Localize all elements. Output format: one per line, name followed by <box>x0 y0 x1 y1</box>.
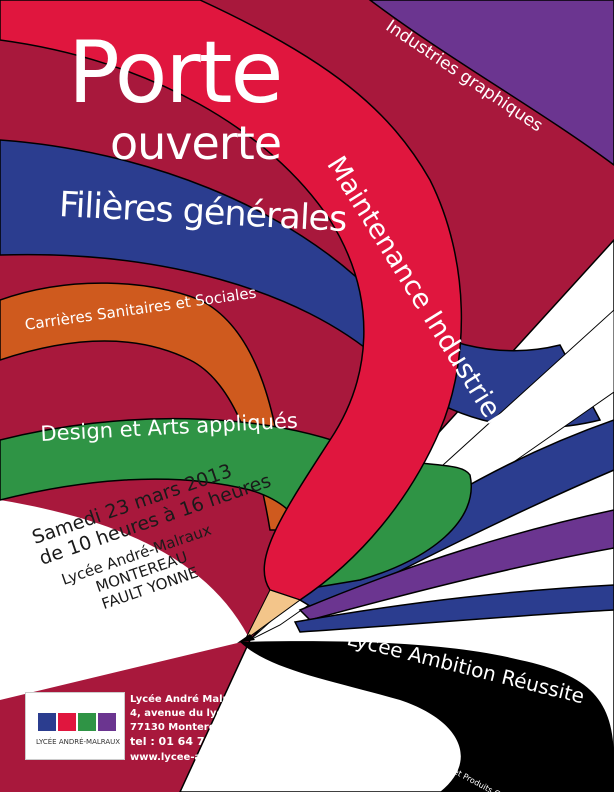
school-logo: LYCÉE ANDRÉ-MALRAUX <box>25 692 125 760</box>
contact-web-link[interactable]: www.lycee-andre-malraux.org <box>130 752 300 763</box>
contact-tel: tel : 01 64 70 71 71 <box>130 735 251 748</box>
contact-street: 4, avenue du lycée <box>130 708 236 719</box>
contact-block: Lycée André Malraux 4, avenue du lycée 7… <box>130 693 315 765</box>
contact-city: 77130 Montereau Fault Yonne <box>130 722 299 733</box>
logo-square-green <box>78 713 96 731</box>
contact-name: Lycée André Malraux <box>130 694 248 705</box>
title-porte: Porte <box>68 23 283 123</box>
title-ouverte: ouverte <box>110 116 282 170</box>
logo-square-red <box>58 713 76 731</box>
logo-square-purple <box>98 713 116 731</box>
logo-square-blue <box>38 713 56 731</box>
contact-fax: Fax : 01 64 70 71 72 <box>253 740 316 747</box>
logo-text: LYCÉE ANDRÉ-MALRAUX <box>36 738 121 746</box>
